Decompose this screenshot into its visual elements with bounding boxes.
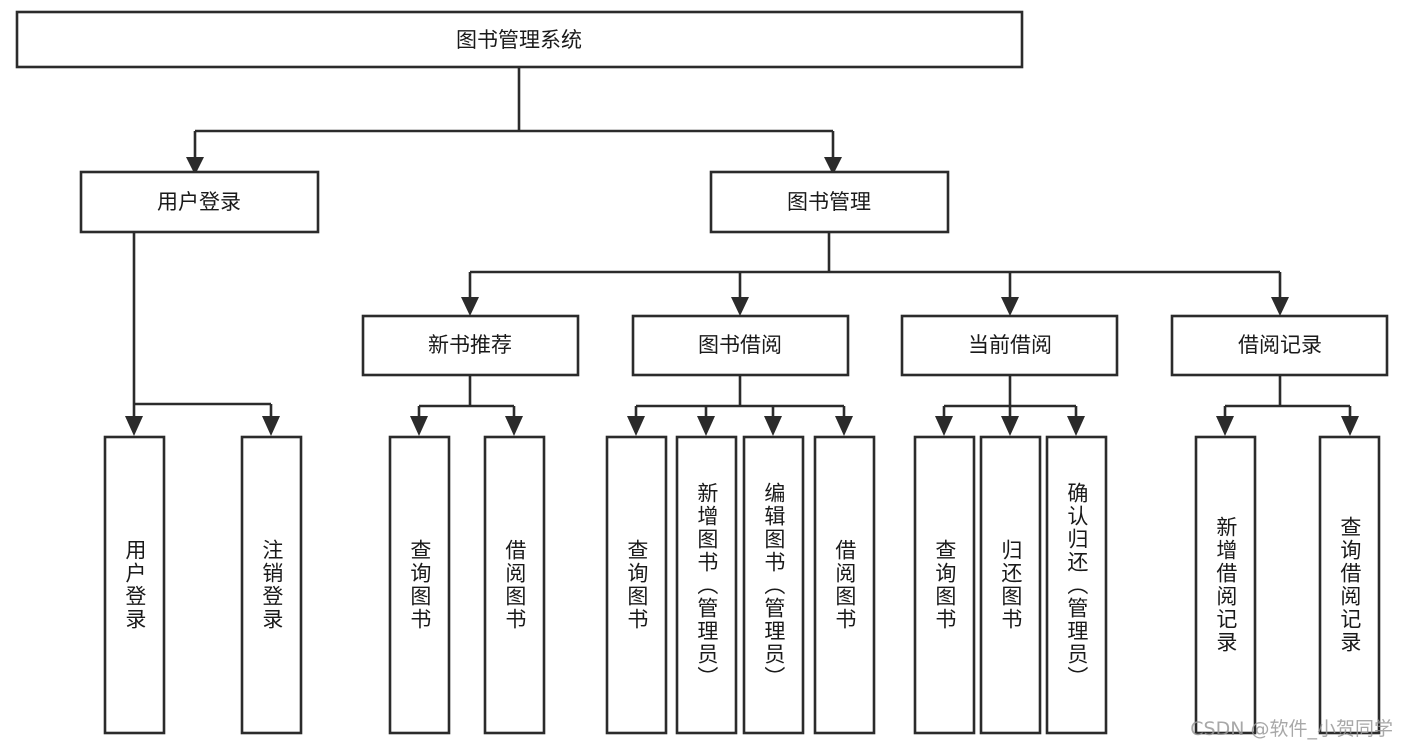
node-borrow-record[interactable]: 借阅记录 — [1170, 314, 1389, 377]
leaf-user-login-label: 用户登录 — [122, 539, 147, 631]
connector-group-book-borrow-to-leaves — [627, 375, 853, 436]
node-user-login-box[interactable] — [79, 170, 320, 234]
arrow-head-bb-leaf-4 — [835, 416, 853, 436]
arrow-head-borrow-record — [1271, 297, 1289, 316]
node-book-manage-label: 图书管理 — [787, 190, 871, 214]
leaf-node-br-query-record[interactable]: 查询借阅记录 — [1318, 435, 1381, 735]
leaf-node-br-add-record[interactable]: 新增借阅记录 — [1194, 435, 1257, 735]
arrow-head-cb-leaf-1 — [935, 416, 953, 436]
leaf-bb-borrow-book-label: 借阅图书 — [832, 539, 857, 631]
leaf-node-nb-query-book[interactable]: 查询图书 — [388, 435, 451, 735]
leaf-cb-confirm-return-label: 确认归还（管理员） — [1064, 482, 1089, 689]
connector-group-new-book-to-leaves — [410, 375, 523, 436]
leaf-bb-edit-book-box[interactable] — [742, 435, 805, 735]
leaf-user-login-box[interactable] — [103, 435, 166, 735]
leaf-cb-query-book-box[interactable] — [913, 435, 976, 735]
arrow-head-br-leaf-1 — [1216, 416, 1234, 436]
leaf-node-cb-query-book[interactable]: 查询图书 — [913, 435, 976, 735]
leaf-cb-query-book-label: 查询图书 — [932, 539, 957, 631]
connector-group-book-manage-to-level3 — [461, 232, 1289, 316]
arrow-head-cb-leaf-3 — [1067, 416, 1085, 436]
leaf-node-cb-confirm-return[interactable]: 确认归还（管理员） — [1045, 435, 1108, 735]
arrow-head-book-manage — [824, 157, 842, 175]
leaf-br-add-record-box[interactable] — [1194, 435, 1257, 735]
arrow-head-new-book — [461, 297, 479, 316]
leaf-nb-borrow-book-box[interactable] — [483, 435, 546, 735]
leaf-bb-add-book-label: 新增图书（管理员） — [694, 482, 719, 689]
node-new-book-recommend[interactable]: 新书推荐 — [361, 314, 580, 377]
leaf-cb-return-book-box[interactable] — [979, 435, 1042, 735]
leaf-nb-query-book-label: 查询图书 — [407, 539, 432, 631]
node-root[interactable]: 图书管理系统 — [15, 10, 1024, 69]
leaf-bb-borrow-book-box[interactable] — [813, 435, 876, 735]
leaf-node-bb-edit-book[interactable]: 编辑图书（管理员） — [742, 435, 805, 735]
leaf-cb-return-book-label: 归还图书 — [998, 539, 1023, 631]
arrow-head-nb-leaf-1 — [410, 416, 428, 436]
leaf-node-bb-query-book[interactable]: 查询图书 — [605, 435, 668, 735]
node-book-borrow[interactable]: 图书借阅 — [631, 314, 850, 377]
arrow-head-cb-leaf-2 — [1001, 416, 1019, 436]
arrow-head-user-login — [186, 157, 204, 175]
node-new-book-recommend-box[interactable] — [361, 314, 580, 377]
arrow-head-current-borrow — [1001, 297, 1019, 316]
node-book-manage[interactable]: 图书管理 — [709, 170, 950, 234]
node-current-borrow-label: 当前借阅 — [968, 333, 1052, 357]
connector-group-root-to-level2 — [186, 67, 842, 175]
arrow-head-nb-leaf-2 — [505, 416, 523, 436]
node-borrow-record-box[interactable] — [1170, 314, 1389, 377]
leaf-logout-label: 注销登录 — [259, 539, 284, 631]
leaf-bb-add-book-box[interactable] — [675, 435, 738, 735]
leaf-br-query-record-box[interactable] — [1318, 435, 1381, 735]
leaf-node-cb-return-book[interactable]: 归还图书 — [979, 435, 1042, 735]
node-borrow-record-label: 借阅记录 — [1238, 333, 1322, 357]
arrow-head-book-borrow — [731, 297, 749, 316]
leaf-node-bb-borrow-book[interactable]: 借阅图书 — [813, 435, 876, 735]
connector-group-user-login-to-leaves — [125, 232, 280, 436]
node-root-box[interactable] — [15, 10, 1024, 69]
node-new-book-recommend-label: 新书推荐 — [428, 333, 512, 357]
leaf-nb-query-book-box[interactable] — [388, 435, 451, 735]
leaf-br-add-record-label: 新增借阅记录 — [1213, 516, 1238, 654]
leaf-br-query-record-label: 查询借阅记录 — [1337, 516, 1362, 654]
node-user-login[interactable]: 用户登录 — [79, 170, 320, 234]
node-current-borrow-box[interactable] — [900, 314, 1119, 377]
node-root-label: 图书管理系统 — [456, 28, 582, 52]
arrow-head-bb-leaf-1 — [627, 416, 645, 436]
connector-group-current-borrow-to-leaves — [935, 375, 1085, 436]
arrow-head-leaf-logout — [262, 416, 280, 436]
arrow-head-bb-leaf-3 — [764, 416, 782, 436]
node-current-borrow[interactable]: 当前借阅 — [900, 314, 1119, 377]
node-user-login-label: 用户登录 — [157, 190, 241, 214]
arrow-head-br-leaf-2 — [1341, 416, 1359, 436]
leaf-bb-query-book-label: 查询图书 — [624, 539, 649, 631]
arrow-head-leaf-user-login — [125, 416, 143, 436]
leaf-node-logout[interactable]: 注销登录 — [240, 435, 303, 735]
connector-group-borrow-record-to-leaves — [1216, 375, 1359, 436]
leaf-node-bb-add-book[interactable]: 新增图书（管理员） — [675, 435, 738, 735]
leaf-node-user-login[interactable]: 用户登录 — [103, 435, 166, 735]
leaf-bb-query-book-box[interactable] — [605, 435, 668, 735]
node-book-manage-box[interactable] — [709, 170, 950, 234]
leaf-cb-confirm-return-box[interactable] — [1045, 435, 1108, 735]
leaf-logout-box[interactable] — [240, 435, 303, 735]
leaf-nb-borrow-book-label: 借阅图书 — [502, 539, 527, 631]
node-book-borrow-label: 图书借阅 — [698, 333, 782, 357]
node-book-borrow-box[interactable] — [631, 314, 850, 377]
leaf-bb-edit-book-label: 编辑图书（管理员） — [761, 482, 786, 689]
arrow-head-bb-leaf-2 — [697, 416, 715, 436]
leaf-node-nb-borrow-book[interactable]: 借阅图书 — [483, 435, 546, 735]
